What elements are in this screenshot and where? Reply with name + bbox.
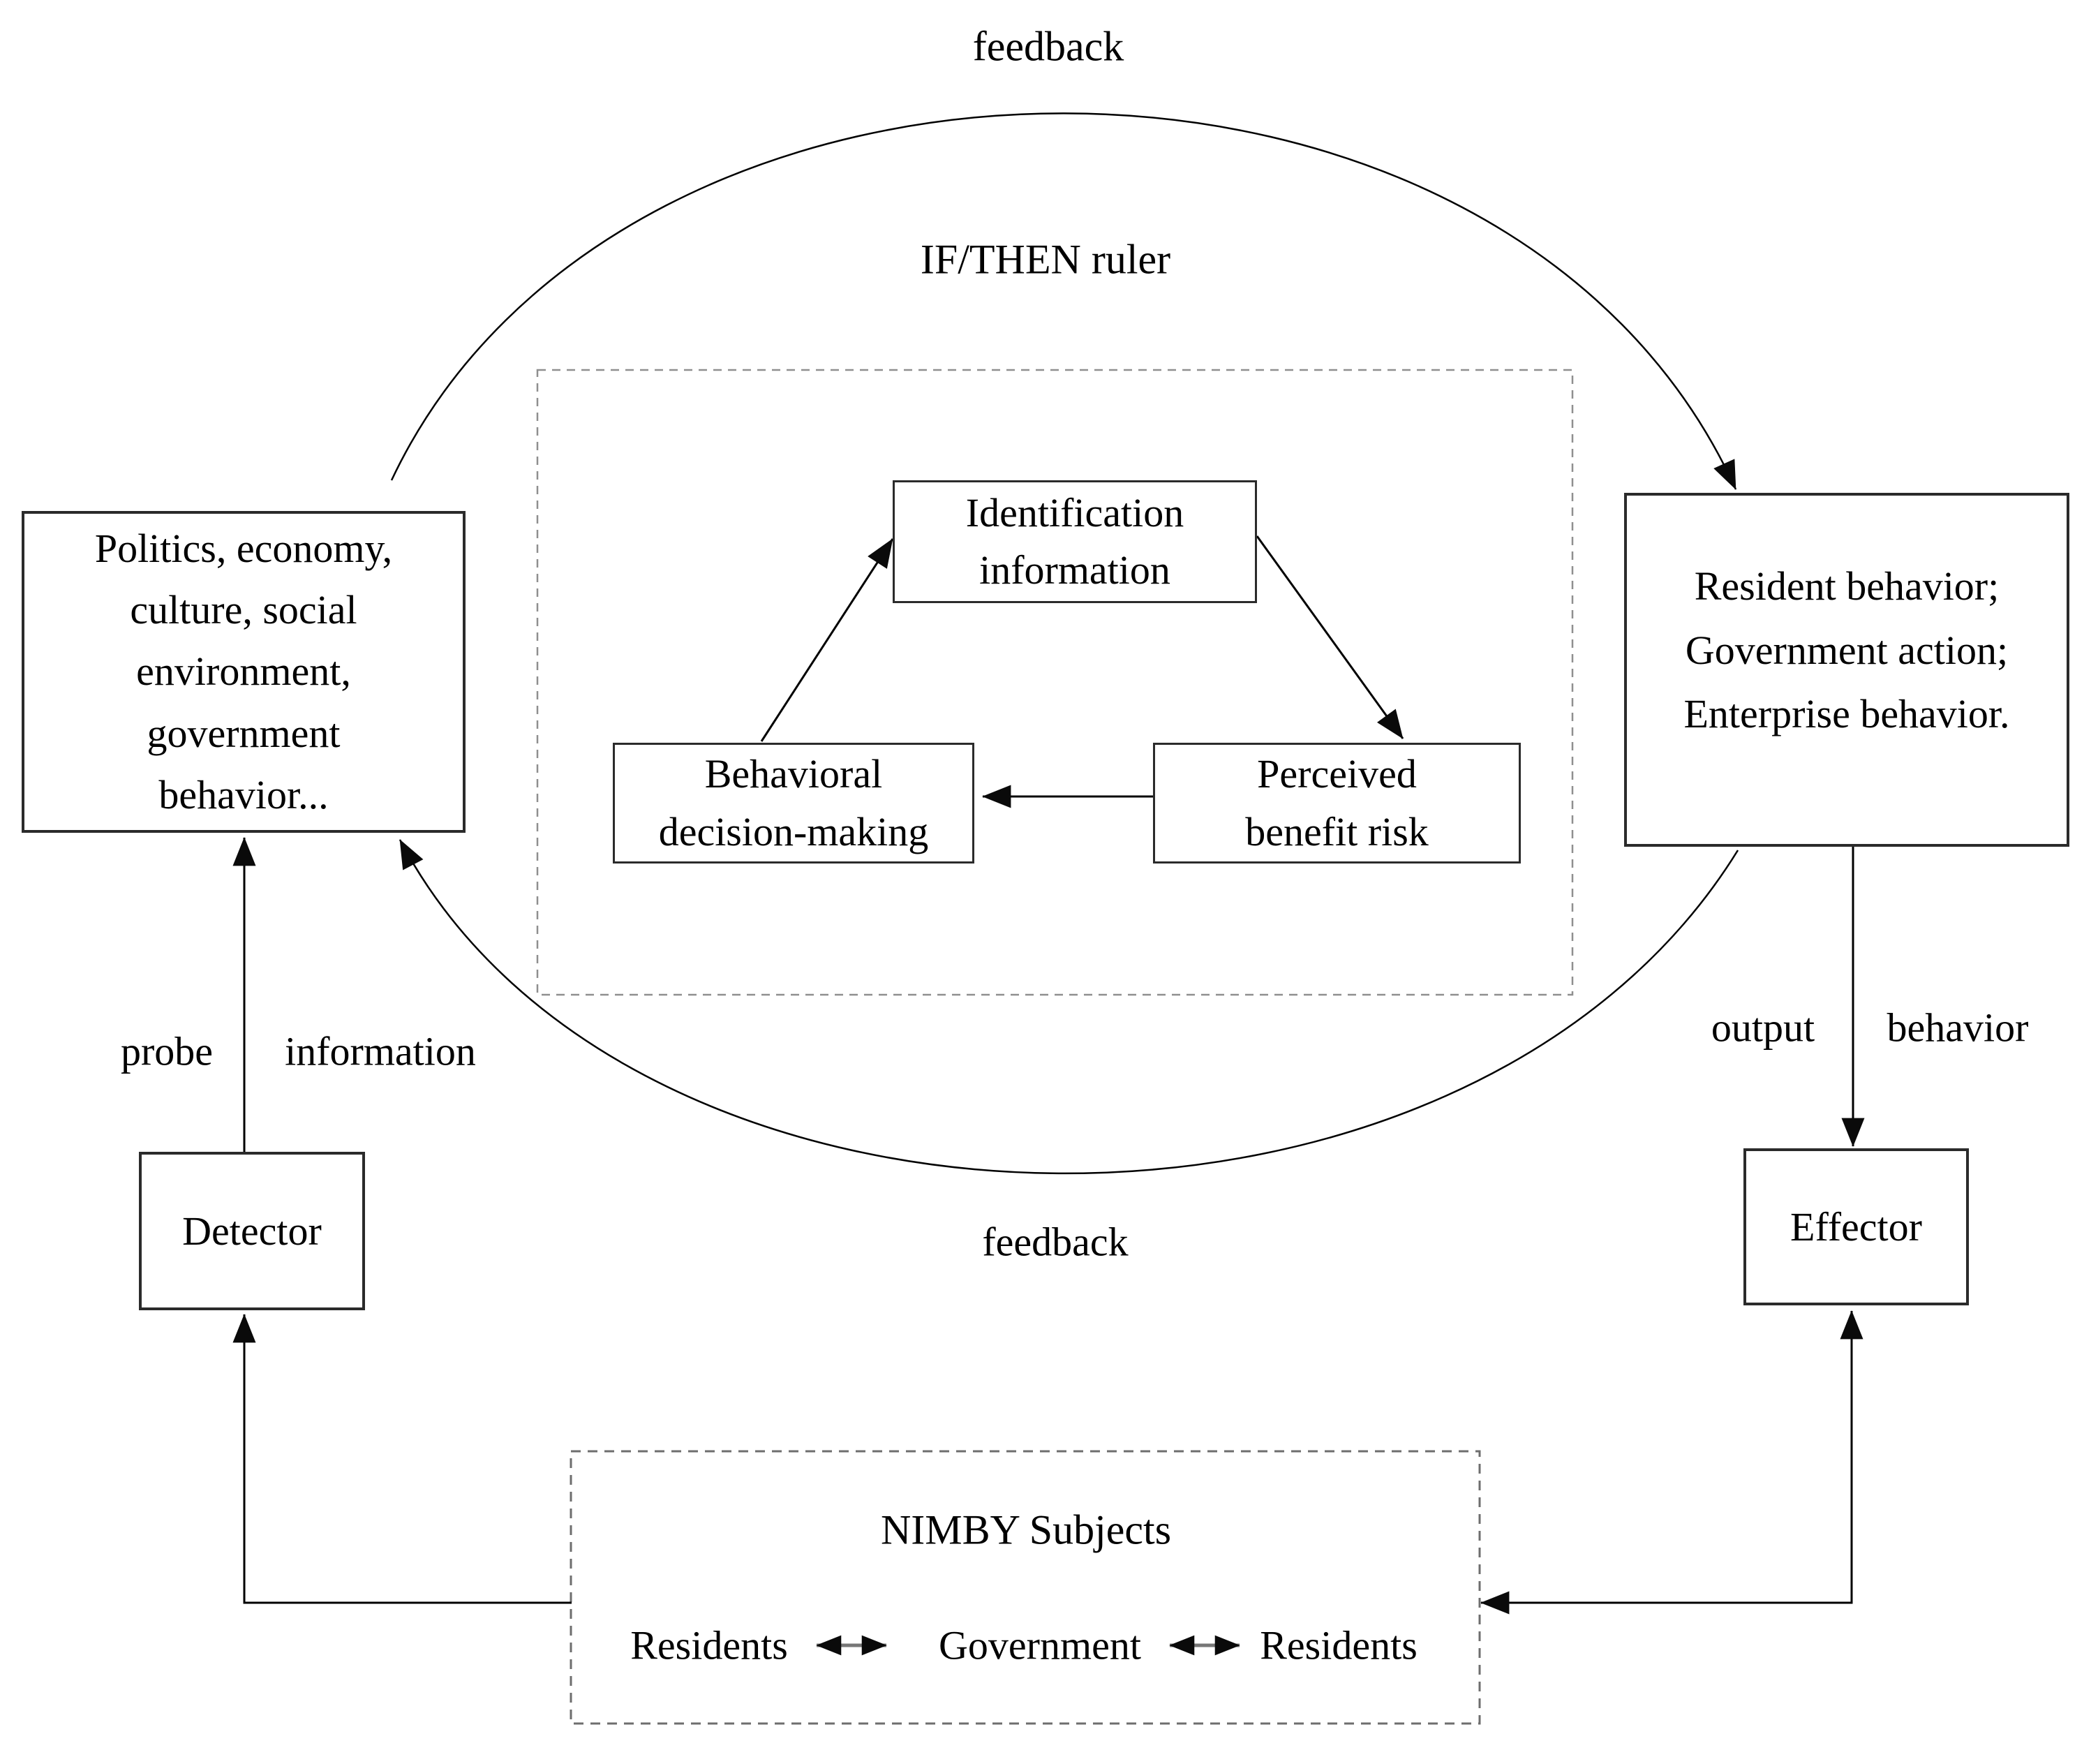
nimby-to-detector-arrow <box>232 1314 572 1604</box>
behavior-output-box: Resident behavior; Government action; En… <box>1624 493 2069 847</box>
identification-to-perceived-arrow <box>1256 535 1404 739</box>
feedback-bottom-label: feedback <box>982 1219 1129 1265</box>
bottom-feedback-arrow <box>399 839 1739 1174</box>
information-label: information <box>285 1028 476 1074</box>
if-then-ruler-label: IF/THEN ruler <box>920 236 1171 283</box>
nimby-subjects-title: NIMBY Subjects <box>880 1506 1172 1553</box>
nimby-member-residents-right: Residents <box>1260 1622 1418 1668</box>
decision-to-identification-arrow <box>760 538 894 742</box>
behavior-label: behavior <box>1887 1005 2029 1051</box>
rule-boundary-box <box>536 369 1574 996</box>
probe-label: probe <box>120 1028 214 1074</box>
top-feedback-arrow <box>390 112 1737 490</box>
environment-box: Politics, economy, culture, social envir… <box>22 511 466 833</box>
nimby-member-government: Government <box>939 1622 1141 1668</box>
effector-box: Effector <box>1743 1148 1969 1305</box>
identification-information-box: Identification information <box>893 480 1257 603</box>
output-label: output <box>1711 1005 1815 1051</box>
nimby-subjects-boundary-box <box>570 1450 1481 1725</box>
behavioral-decision-box: Behavioral decision-making <box>613 743 974 864</box>
perceived-benefit-risk-box: Perceived benefit risk <box>1153 743 1521 864</box>
feedback-top-label: feedback <box>972 23 1124 70</box>
detector-box: Detector <box>139 1152 365 1310</box>
effector-nimby-connector <box>1480 1310 1863 1615</box>
nimby-member-residents-left: Residents <box>630 1622 788 1668</box>
